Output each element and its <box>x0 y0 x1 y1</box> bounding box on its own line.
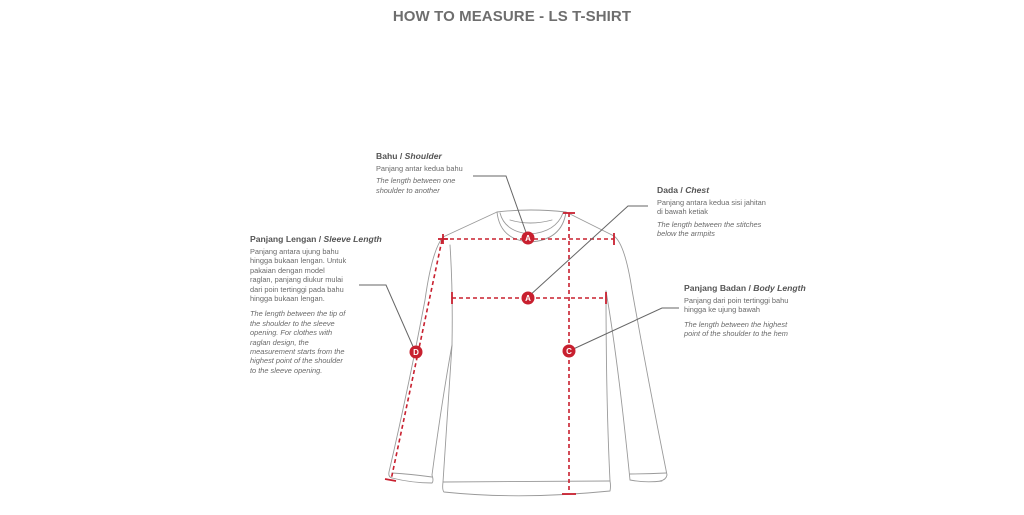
svg-text:A: A <box>525 234 531 243</box>
label-shoulder-desc-en: The length between one shoulder to anoth… <box>376 176 456 195</box>
svg-text:D: D <box>413 348 419 357</box>
label-body-length: Panjang Badan / Body Length Panjang dari… <box>684 283 806 339</box>
marker-shoulder: A <box>521 231 535 245</box>
page-title: HOW TO MEASURE - LS T-SHIRT <box>392 8 632 25</box>
label-chest-desc-id: Panjang antara kedua sisi jahitan di baw… <box>657 198 766 217</box>
measurement-lines <box>390 213 614 493</box>
marker-body-length: C <box>562 344 576 358</box>
label-chest: Dada / Chest Panjang antara kedua sisi j… <box>657 185 769 239</box>
label-body-desc-en: The length between the highest point of … <box>684 319 788 339</box>
body-leader <box>568 307 679 352</box>
label-body-desc-id: Panjang dari poin tertinggi bahu hingga … <box>684 296 789 315</box>
label-sleeve-heading: Panjang Lengan / Sleeve Length <box>250 234 382 244</box>
marker-sleeve: D <box>409 345 423 359</box>
leader-lines <box>359 175 679 352</box>
label-chest-desc-en: The length between the stitches below th… <box>657 219 762 239</box>
label-shoulder-heading: Bahu / Shoulder <box>376 151 442 161</box>
measurement-endcaps <box>384 212 615 495</box>
label-sleeve-desc-en: The length between the tip of the should… <box>250 309 346 375</box>
sleeve-leader <box>359 284 416 352</box>
label-sleeve-desc-id: Panjang antara ujung bahu hingga bukaan … <box>250 247 347 304</box>
label-shoulder-desc-id: Panjang antar kedua bahu <box>376 164 463 173</box>
label-body-heading: Panjang Badan / Body Length <box>684 283 806 293</box>
sleeve-line <box>390 239 443 481</box>
label-shoulder: Bahu / Shoulder Panjang antar kedua bahu… <box>376 151 476 195</box>
chest-leader <box>527 205 648 298</box>
shoulder-leader <box>473 175 529 239</box>
label-sleeve: Panjang Lengan / Sleeve Length Panjang a… <box>250 234 382 375</box>
svg-text:A: A <box>525 294 531 303</box>
marker-chest: A <box>521 291 535 305</box>
svg-text:C: C <box>566 347 572 356</box>
label-chest-heading: Dada / Chest <box>657 185 710 195</box>
tshirt-outline <box>388 209 668 497</box>
